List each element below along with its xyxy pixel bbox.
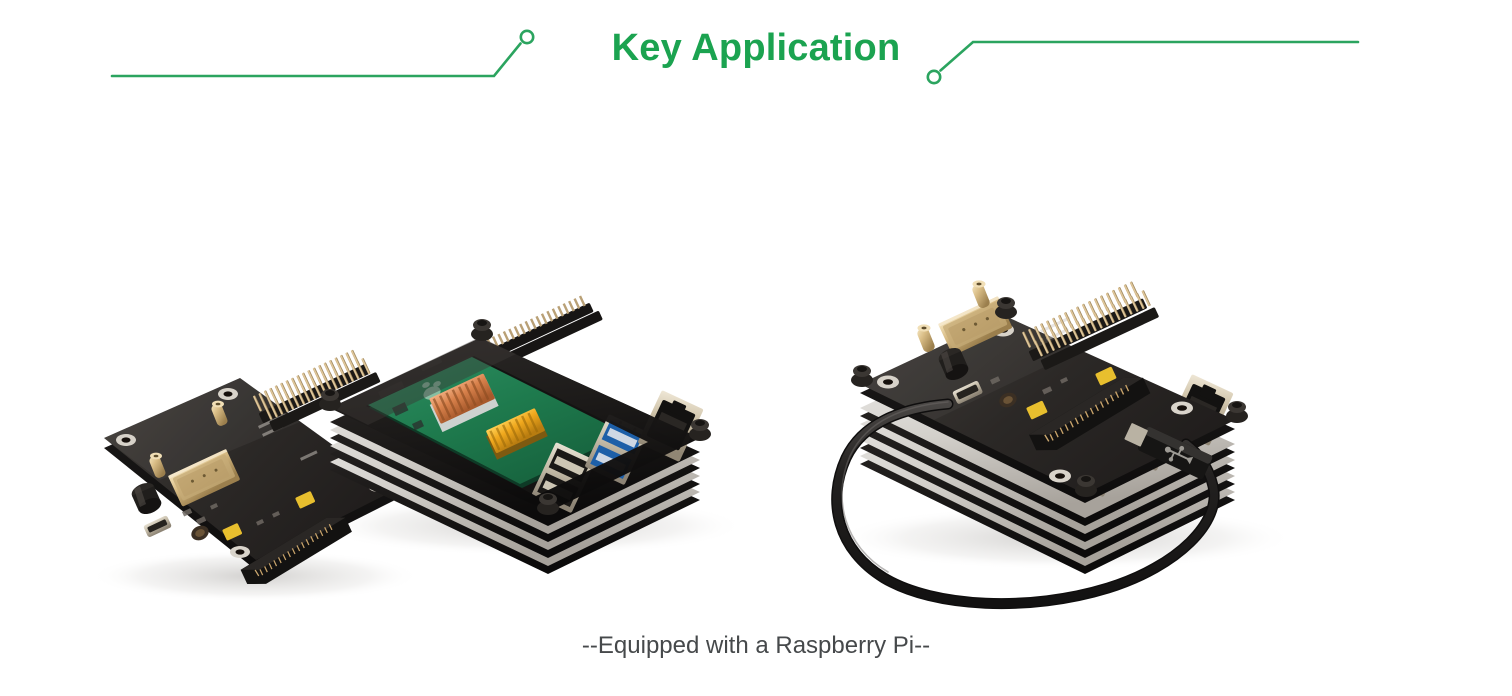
- smd-component-group: [182, 503, 281, 526]
- inductor: [191, 525, 209, 541]
- case-standoff-screw-group: [851, 297, 1248, 497]
- electrolytic-capacitor: [938, 347, 969, 381]
- electrolytic-capacitor: [131, 482, 162, 515]
- figure-caption: --Equipped with a Raspberry Pi--: [581, 632, 931, 659]
- smd-component-group: [990, 376, 1069, 395]
- sim-card-slot: [938, 296, 1012, 356]
- copper-heatsink: [429, 373, 499, 433]
- sma-antenna-connector-primary: [972, 280, 990, 309]
- product-photo-figure: [0, 108, 1512, 620]
- usb-icon: [1164, 445, 1194, 465]
- case-top-frame: [330, 337, 700, 512]
- micro-usb-port: [952, 380, 983, 404]
- mini-pcie-socket: [1024, 370, 1156, 458]
- usb-cable-loop: [831, 398, 1220, 610]
- page-title: Key Application: [611, 27, 901, 69]
- sma-antenna-connector-primary: [211, 400, 228, 426]
- gpio-header: [486, 295, 603, 367]
- gpio-header: [1021, 281, 1159, 370]
- sma-antenna-connector-secondary: [149, 452, 166, 478]
- circle-node-icon-right: [926, 69, 942, 85]
- product-photo-canvas: [90, 280, 1295, 610]
- inductor: [999, 392, 1017, 408]
- smd-component-group: [392, 402, 425, 431]
- yellow-tantalum-capacitor-group: [1026, 366, 1117, 420]
- case-standoff-screw-group: [319, 319, 711, 515]
- yellow-tantalum-capacitor-group: [222, 491, 315, 541]
- micro-usb-port: [143, 515, 172, 537]
- sma-antenna-connector-secondary: [917, 324, 935, 353]
- gold-heatsink: [486, 408, 548, 460]
- product-raspberry-pi-case: [319, 295, 711, 574]
- product-stacked-assembly: [831, 280, 1248, 610]
- mini-pcie-socket: [236, 510, 357, 592]
- sim-card-slot: [168, 448, 240, 507]
- usb-type-a-plug: [1124, 423, 1213, 480]
- page-header: Key Application: [0, 0, 1512, 120]
